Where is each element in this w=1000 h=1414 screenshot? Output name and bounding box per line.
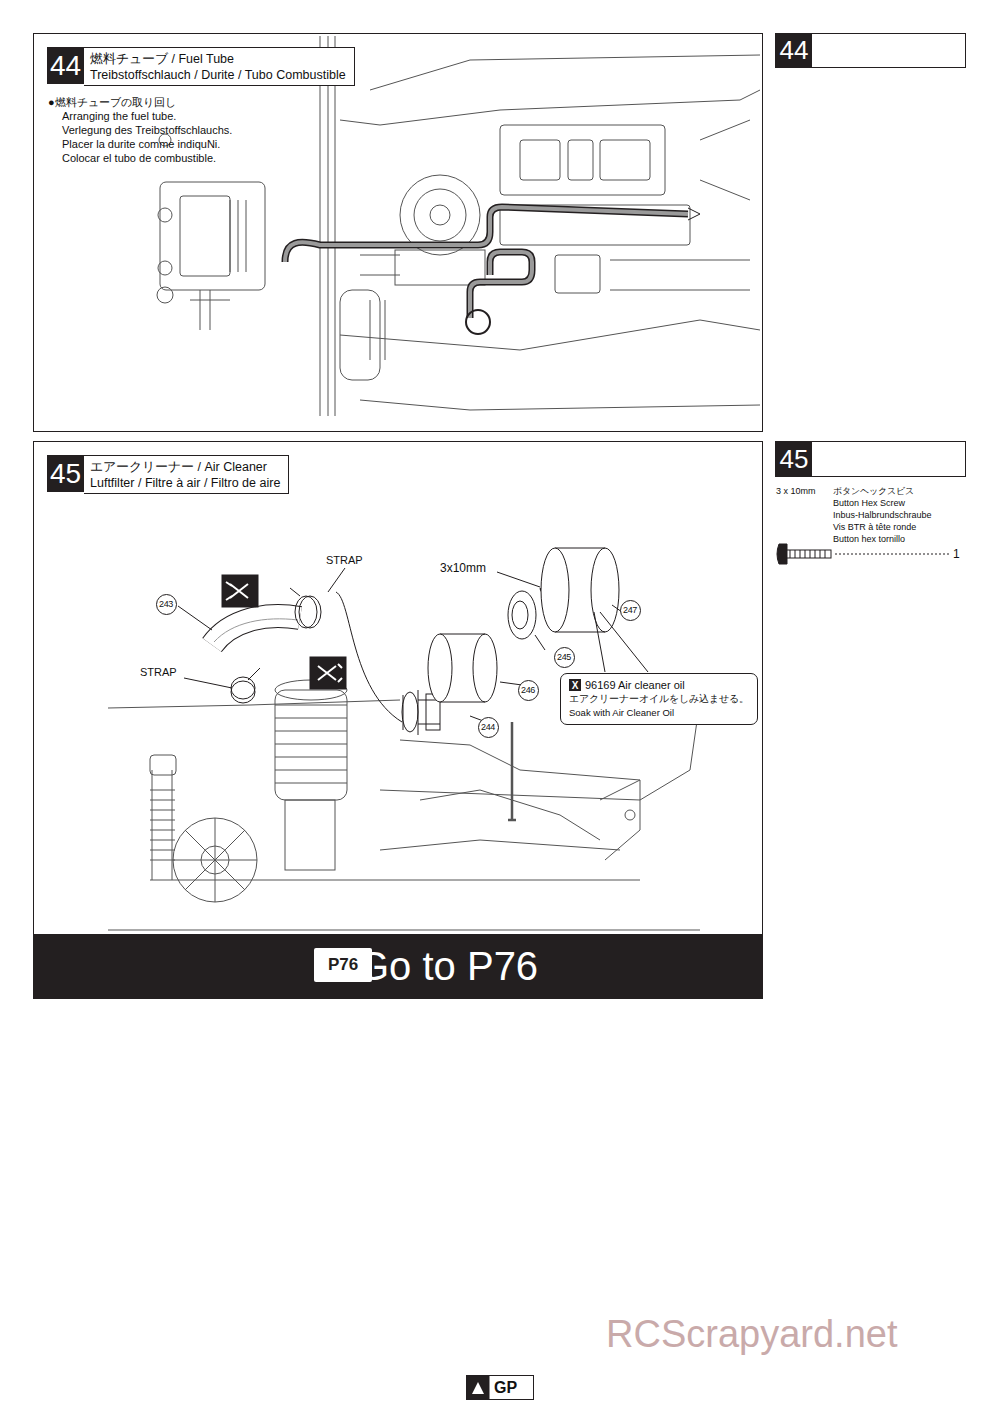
chassis-top-view <box>157 36 760 416</box>
part-name: Button Hex Screw <box>833 498 905 509</box>
callout-number: 244 <box>478 717 499 738</box>
callout-number: 245 <box>557 652 571 662</box>
part-name: Button hex tornillo <box>833 534 905 545</box>
cutter-icon <box>222 575 346 689</box>
step-tab: 45 <box>775 441 966 477</box>
step-number: 45 <box>47 455 84 492</box>
goto-banner: P76Go to P76 <box>33 934 762 998</box>
step-title: 燃料チューブ / Fuel Tube <box>90 51 346 67</box>
instruction-text: ●燃料チューブの取り回し <box>48 96 176 109</box>
note-text: Soak with Air Cleaner Oil <box>569 707 749 719</box>
step-number: 44 <box>776 34 812 67</box>
part-size: 3 x 10mm <box>776 486 816 497</box>
step-title: エアークリーナー / Air Cleaner <box>90 459 280 475</box>
step-title: Treibstoffschlauch / Durite / Tubo Combu… <box>90 67 346 83</box>
note-mark: X <box>569 679 581 691</box>
panel-frame <box>34 442 763 999</box>
part-name: ボタンヘックスビス <box>833 486 914 497</box>
callout-number: 243 <box>159 599 173 609</box>
instruction-text: Colocar el tubo de combustible. <box>62 152 216 165</box>
step-title: Luftfilter / Filtre à air / Filtro de ai… <box>90 475 280 491</box>
fuel-tube <box>285 207 700 334</box>
title-box: 燃料チューブ / Fuel TubeTreibstoffschlauch / D… <box>84 47 355 86</box>
gp-logo <box>467 1376 534 1400</box>
step-number: 44 <box>47 47 84 84</box>
part-label: STRAP <box>140 666 177 679</box>
callout-number: 245 <box>554 647 575 668</box>
callout-number: 247 <box>620 600 641 621</box>
step-tab: 44 <box>775 33 966 68</box>
screw-icon <box>777 544 950 564</box>
note-row: X 96169 Air cleaner oil <box>569 679 749 691</box>
step-header: 45エアークリーナー / Air CleanerLuftfilter / Fil… <box>47 455 289 494</box>
logo-text: GP <box>494 1378 517 1397</box>
instruction-text: Verlegung des Treibstoffschlauchs. <box>62 124 232 137</box>
title-box: エアークリーナー / Air CleanerLuftfilter / Filtr… <box>84 455 289 494</box>
callout-number: 246 <box>518 680 539 701</box>
quantity: 1 <box>953 547 960 561</box>
callout-number: 247 <box>623 605 637 615</box>
watermark: RCScrapyard.net <box>606 1311 897 1357</box>
note-text: エアクリーナーオイルをしみ込ませる。 <box>569 693 749 705</box>
part-name: Vis BTR à tête ronde <box>833 522 916 533</box>
step-number: 45 <box>776 442 812 476</box>
instruction-text: Placer la durite comme indiquNi. <box>62 138 220 151</box>
part-name: Inbus-Halbrundschraube <box>833 510 932 521</box>
step-header: 44燃料チューブ / Fuel TubeTreibstoffschlauch /… <box>47 47 355 86</box>
part-label: STRAP <box>326 554 363 567</box>
goto-text: Go to P76 <box>358 942 538 990</box>
instruction-text: Arranging the fuel tube. <box>62 110 176 123</box>
callout-number: 244 <box>481 722 495 732</box>
note-title: 96169 Air cleaner oil <box>585 679 685 691</box>
callout-number: 243 <box>156 594 177 615</box>
callout-number: 246 <box>521 685 535 695</box>
panel-frame <box>34 34 763 432</box>
note-box: X 96169 Air cleaner oil エアクリーナーオイルをしみ込ませる。… <box>560 673 758 725</box>
dimension: 3x10mm <box>440 561 486 575</box>
